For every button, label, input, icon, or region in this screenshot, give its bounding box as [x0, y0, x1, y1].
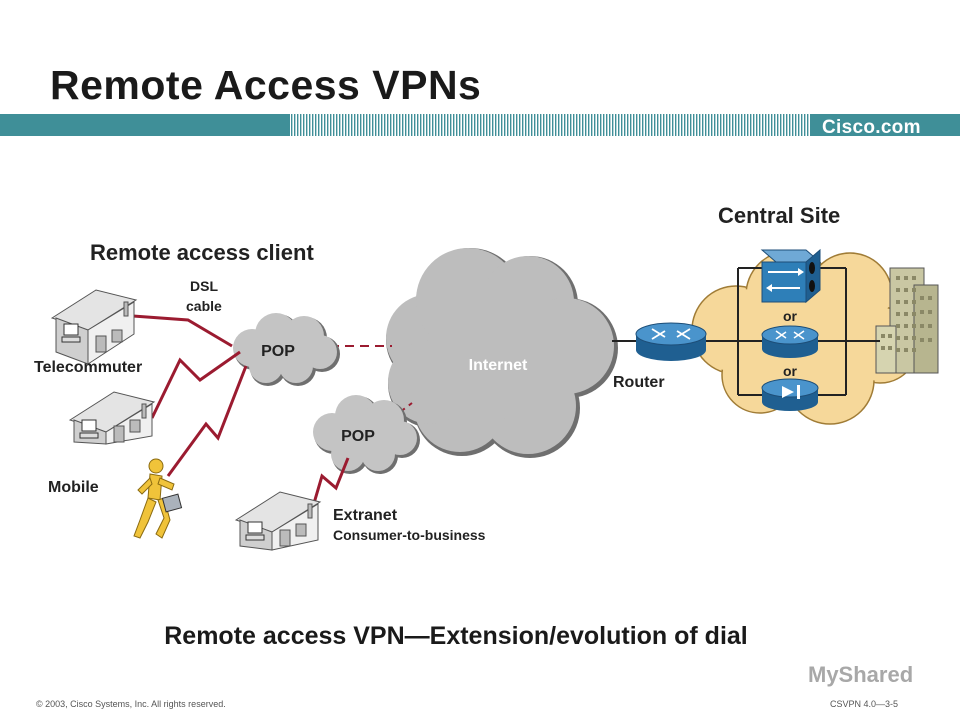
remote-access-client-label: Remote access client — [90, 240, 314, 265]
telecommuter-label: Telecommuter — [34, 359, 143, 376]
central-router-icon — [761, 325, 819, 358]
header-band — [0, 114, 960, 136]
cisco-logo: Cisco.com — [822, 117, 921, 138]
slide-title: Remote Access VPNs — [50, 62, 482, 108]
cable-label: cable — [186, 298, 222, 314]
mobile-link — [166, 365, 248, 477]
internet-cloud — [386, 248, 618, 458]
pop1-label: POP — [261, 343, 295, 360]
or-label-2: or — [783, 363, 798, 379]
mobile-label: Mobile — [48, 479, 99, 496]
central-building-icon — [875, 267, 939, 374]
slide-subtitle: Remote access VPN—Extension/evolution of… — [164, 622, 748, 650]
central-site-label: Central Site — [718, 203, 841, 228]
dsl-link — [132, 314, 233, 348]
mobile-user-icon — [133, 458, 183, 539]
extranet-link — [310, 457, 350, 511]
consumer-to-business-label: Consumer-to-business — [333, 527, 486, 543]
extranet-label: Extranet — [333, 507, 398, 524]
pop1-cloud — [233, 313, 340, 386]
internet-label: Internet — [469, 357, 528, 374]
telecommuter-link — [150, 350, 241, 419]
house-telecommuter-icon — [68, 391, 156, 445]
house-extranet-icon — [234, 491, 322, 551]
watermark: MyShared — [808, 662, 914, 687]
router-icon — [635, 322, 707, 361]
or-label-1: or — [783, 308, 798, 324]
router-label: Router — [613, 374, 665, 391]
slide-code-footer: CSVPN 4.0—3-5 — [830, 699, 899, 709]
vpn-concentrator-icon — [760, 248, 822, 304]
copyright-footer: © 2003, Cisco Systems, Inc. All rights r… — [36, 699, 226, 709]
vpn-device-icon — [761, 378, 819, 411]
central-site-links — [706, 267, 880, 396]
dsl-label: DSL — [190, 278, 218, 294]
house-dsl-icon — [50, 289, 138, 365]
pop2-cloud — [313, 395, 420, 474]
pop2-label: POP — [341, 428, 375, 445]
